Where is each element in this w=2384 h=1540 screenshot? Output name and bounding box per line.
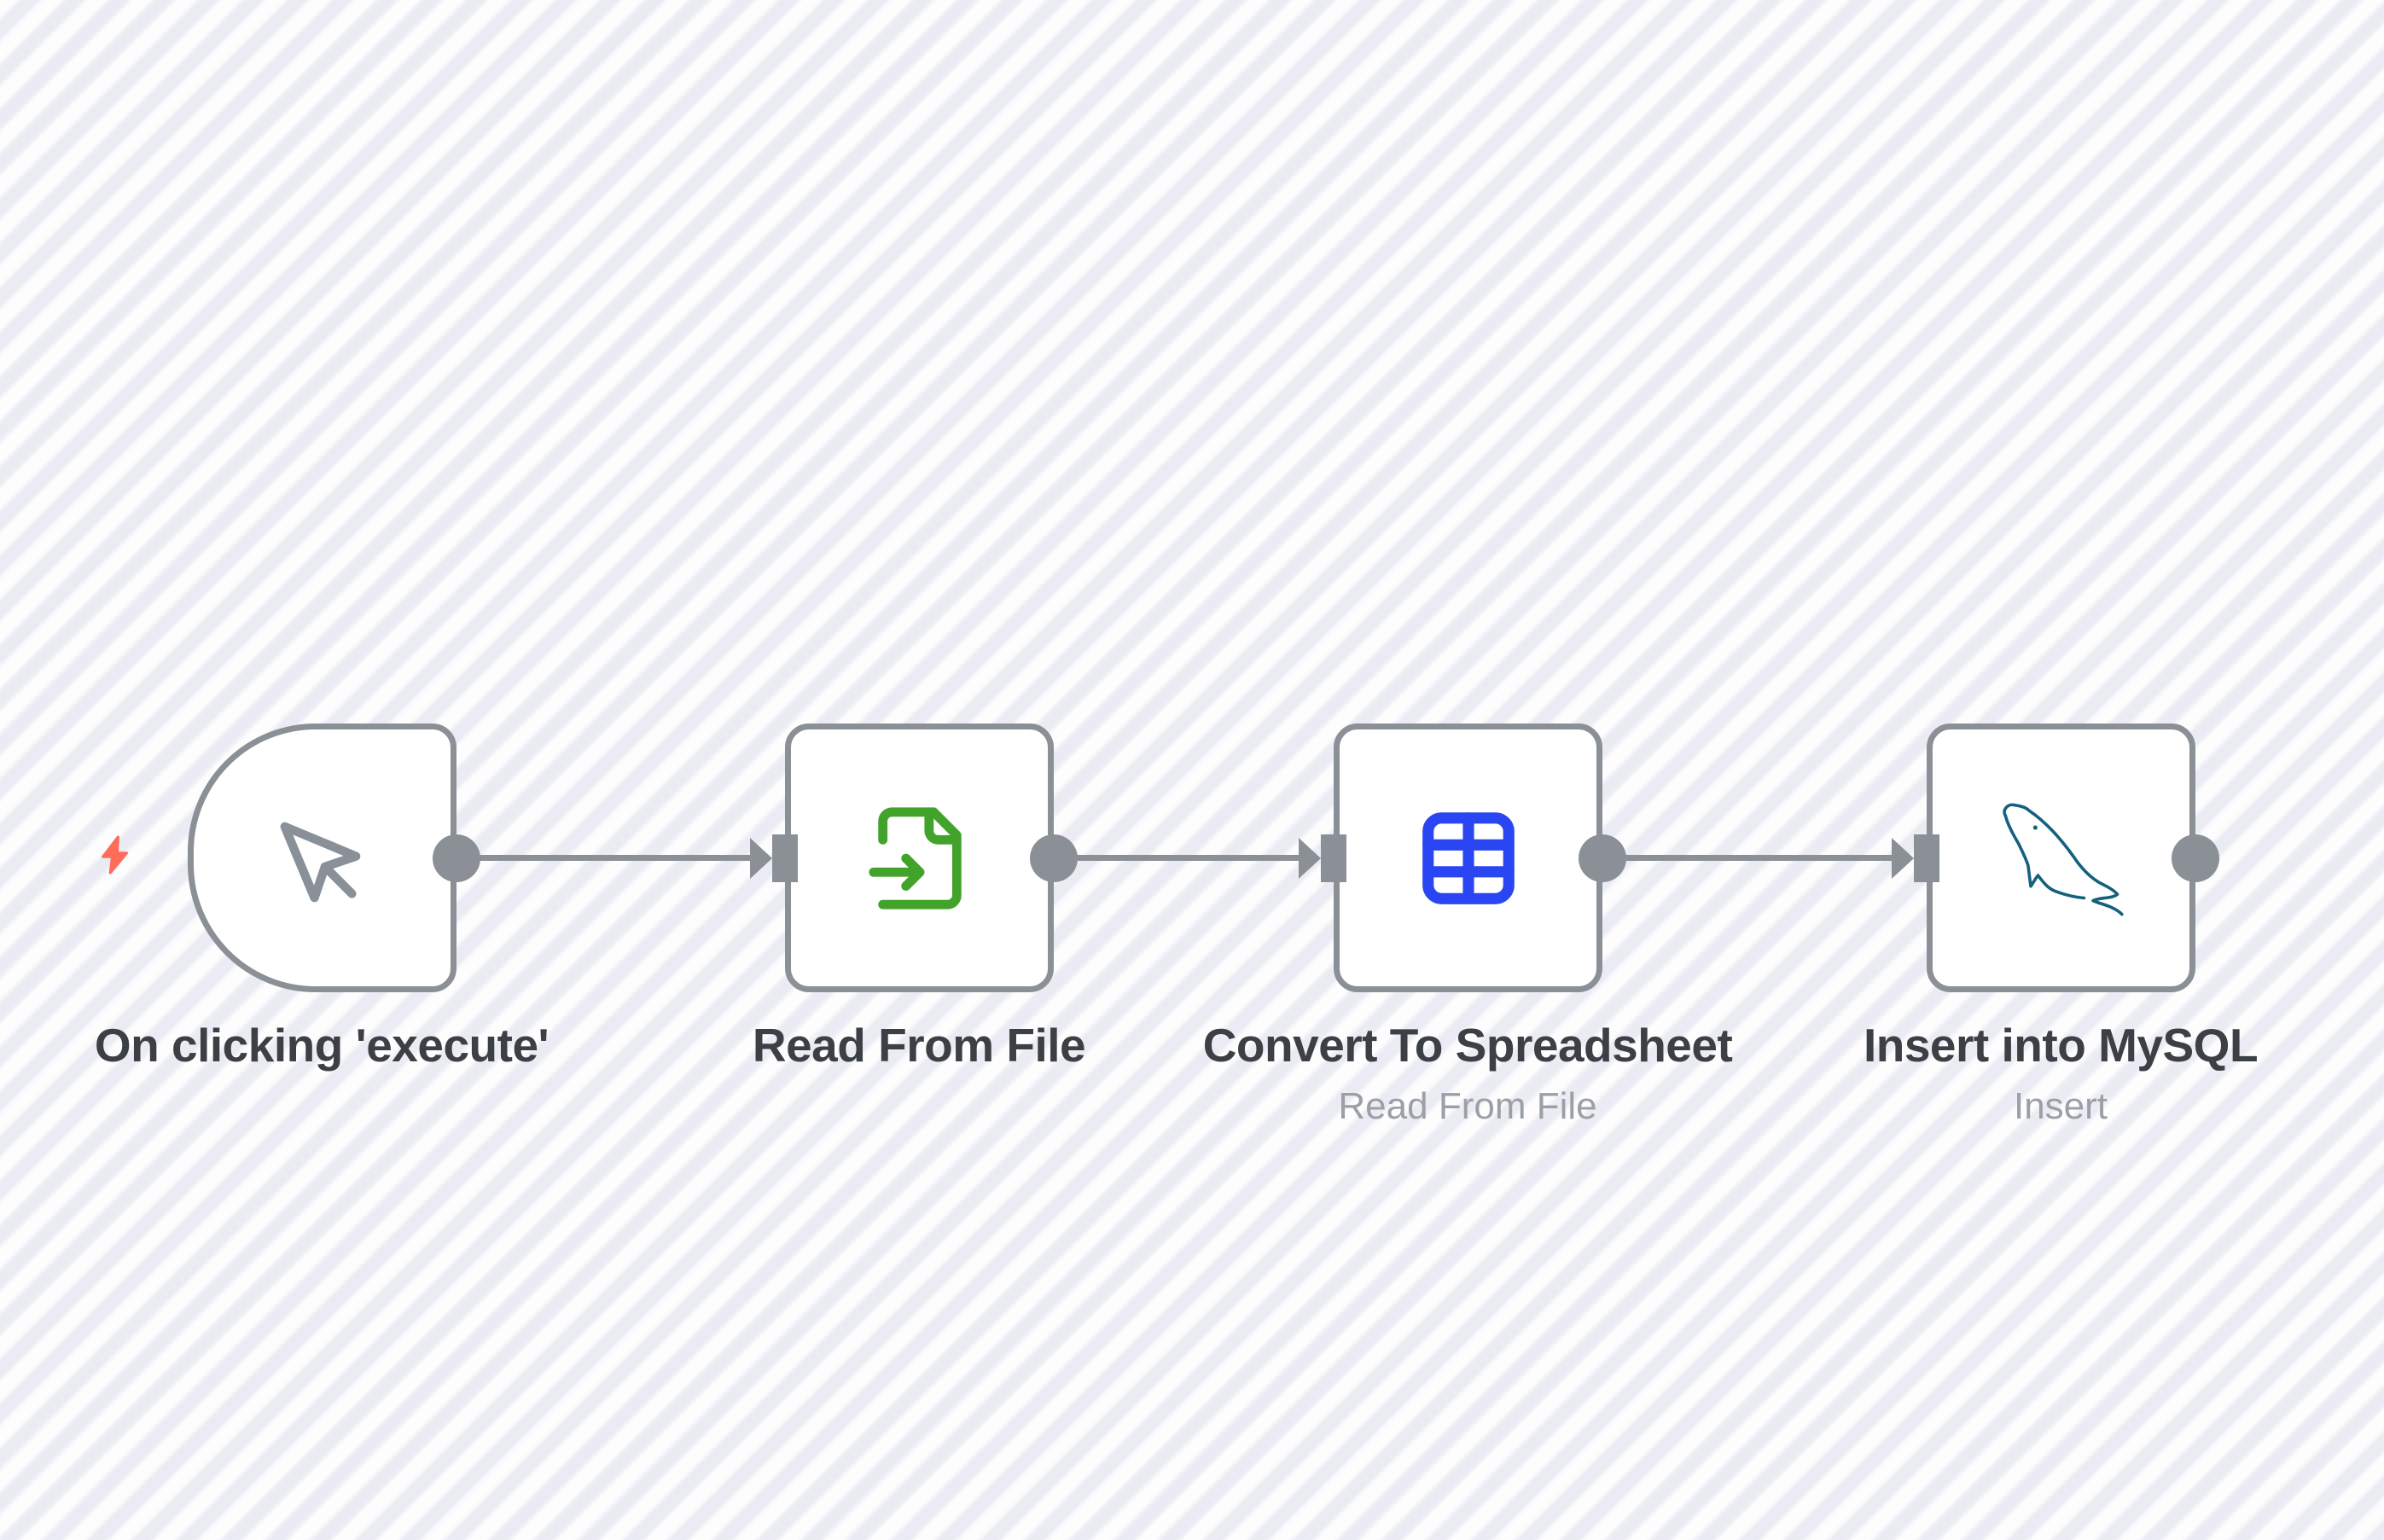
node-title: Insert into MySQL [1863, 1019, 2259, 1072]
input-bar [1914, 834, 1939, 882]
input-arrow [1892, 838, 1914, 879]
output-port[interactable] [1030, 834, 1078, 882]
connection-line[interactable] [1602, 855, 1893, 861]
input-port[interactable] [750, 834, 811, 882]
file-import-icon [868, 806, 962, 909]
output-port[interactable] [433, 834, 480, 882]
connection-line[interactable] [1054, 855, 1300, 861]
node-title: Convert To Spreadsheet [1202, 1019, 1733, 1072]
node-group-read-from-file: Read From File [750, 724, 1086, 1072]
mysql-dolphin-icon [2002, 803, 2124, 915]
node-on-clicking-execute[interactable] [188, 724, 456, 992]
node-title: On clicking 'execute' [94, 1019, 549, 1072]
node-read-from-file[interactable] [785, 724, 1054, 992]
node-title: Read From File [752, 1019, 1086, 1072]
input-arrow [1299, 838, 1321, 879]
node-group-trigger: On clicking 'execute' [95, 724, 549, 1072]
trigger-bolt-icon [102, 835, 128, 875]
input-bar [772, 834, 798, 882]
input-port[interactable] [1299, 834, 1360, 882]
output-port[interactable] [2172, 834, 2219, 882]
node-convert-to-spreadsheet[interactable] [1334, 724, 1602, 992]
node-group-convert-to-spreadsheet: Convert To Spreadsheet Read From File [1203, 724, 1733, 1127]
spreadsheet-icon [1422, 811, 1515, 904]
output-port[interactable] [1579, 834, 1626, 882]
cursor-icon [280, 822, 360, 902]
node-insert-into-mysql[interactable] [1927, 724, 2195, 992]
node-subtitle: Read From File [1338, 1085, 1597, 1127]
node-subtitle: Insert [2013, 1085, 2108, 1127]
input-bar [1321, 834, 1346, 882]
connection-line[interactable] [456, 855, 751, 861]
input-arrow [750, 838, 772, 879]
input-port[interactable] [1892, 834, 1953, 882]
node-group-insert-into-mysql: Insert into MySQL Insert [1864, 724, 2259, 1127]
